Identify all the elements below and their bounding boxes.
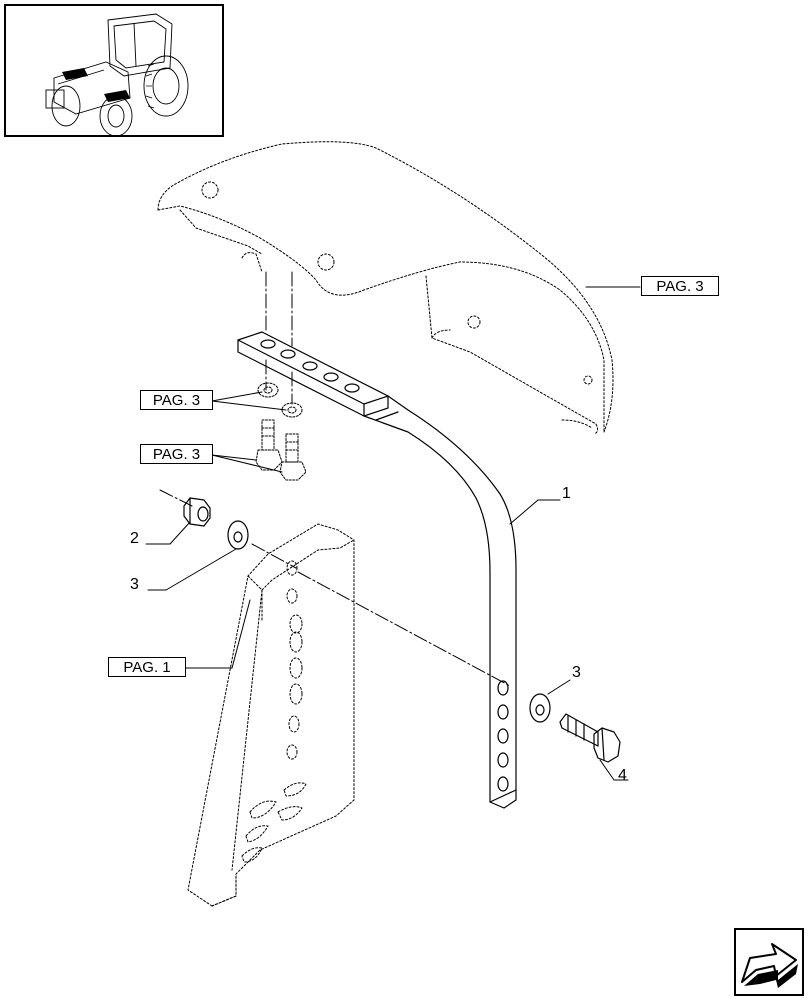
- tractor-thumbnail-icon: [45, 13, 189, 137]
- ref-side-panel-pag1[interactable]: PAG. 1: [108, 657, 186, 677]
- next-page-button[interactable]: [734, 928, 804, 996]
- tractor-thumbnail: [4, 4, 224, 137]
- ref-washers-pag3[interactable]: PAG. 3: [140, 390, 213, 410]
- callout-part-3-left: 3: [130, 576, 139, 593]
- bracket-part-1: [237, 331, 517, 809]
- callout-part-1: 1: [562, 485, 571, 502]
- callout-part-4: 4: [618, 767, 627, 784]
- side-panel: [187, 523, 355, 907]
- bolt-part-4: [559, 713, 621, 763]
- washer-right-part-3: [529, 693, 551, 723]
- next-page-arrow-icon: [741, 943, 798, 988]
- ref-fender-pag3[interactable]: PAG. 3: [641, 276, 719, 296]
- ref-bolts-pag3[interactable]: PAG. 3: [140, 444, 213, 464]
- top-washers: [257, 382, 303, 418]
- fender-outline: [157, 141, 614, 435]
- callout-part-3-right: 3: [572, 664, 581, 681]
- washer-left-part-3: [227, 520, 249, 550]
- callout-part-2: 2: [130, 530, 139, 547]
- top-bolts: [255, 419, 307, 481]
- nut-part-2: [183, 497, 211, 527]
